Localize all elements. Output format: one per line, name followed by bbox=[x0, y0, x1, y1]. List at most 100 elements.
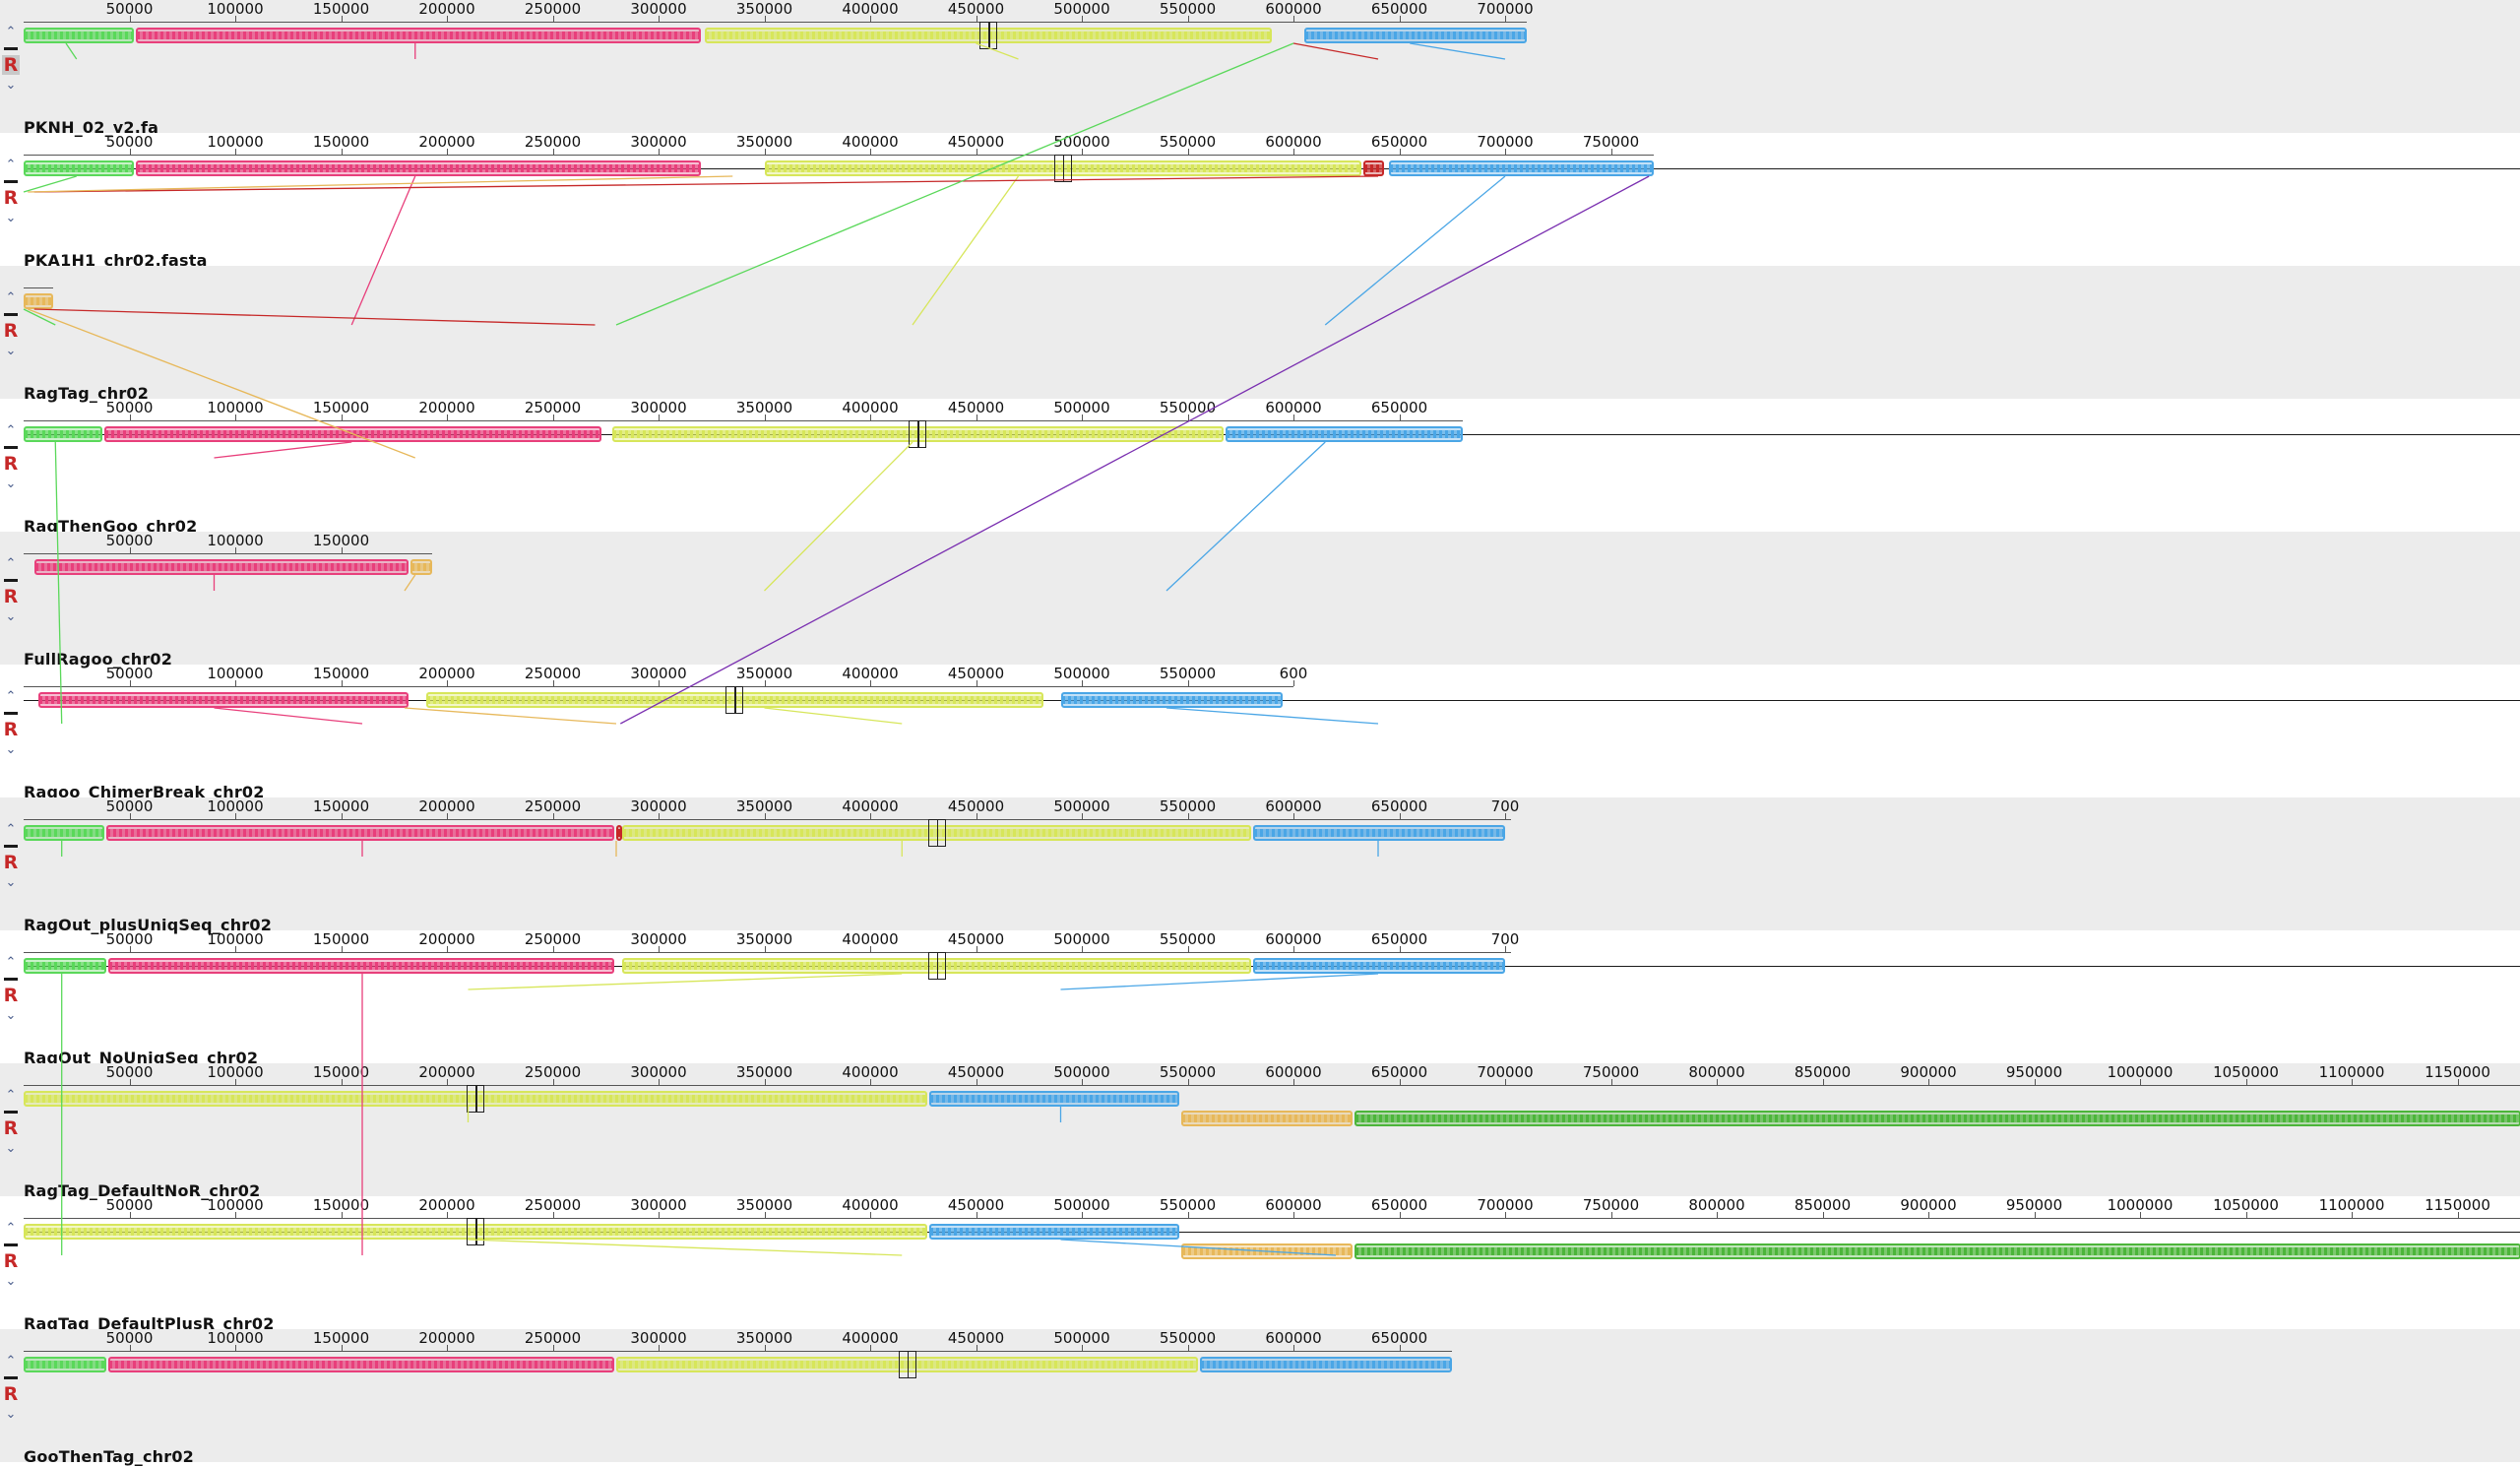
lcb-block[interactable] bbox=[1253, 958, 1505, 974]
minus-icon[interactable] bbox=[4, 712, 18, 715]
move-down-icon[interactable]: ⌄ bbox=[5, 875, 17, 890]
genome-name: RagOut_NoUniqSeq_chr02 bbox=[24, 1049, 259, 1067]
lcb-block[interactable] bbox=[1354, 1243, 2520, 1259]
minus-icon[interactable] bbox=[4, 180, 18, 183]
selection-cursor bbox=[979, 22, 998, 49]
lcb-block[interactable] bbox=[103, 426, 601, 442]
lcb-block[interactable] bbox=[24, 825, 104, 841]
reverse-button[interactable]: R bbox=[3, 586, 19, 607]
tick-label: 600000 bbox=[1265, 1329, 1322, 1347]
ruler-tick bbox=[1505, 1212, 1506, 1218]
lcb-block[interactable] bbox=[1181, 1111, 1354, 1126]
move-up-icon[interactable]: ⌃ bbox=[5, 822, 17, 837]
ruler-tick bbox=[447, 1345, 448, 1351]
lcb-block[interactable] bbox=[24, 160, 134, 176]
minus-icon[interactable] bbox=[4, 579, 18, 582]
lcb-block[interactable] bbox=[622, 825, 1251, 841]
minus-icon[interactable] bbox=[4, 1243, 18, 1246]
reverse-button[interactable]: R bbox=[2, 54, 20, 76]
reverse-button[interactable]: R bbox=[3, 852, 19, 873]
lcb-block[interactable] bbox=[135, 160, 701, 176]
move-down-icon[interactable]: ⌄ bbox=[5, 78, 17, 93]
move-up-icon[interactable]: ⌃ bbox=[5, 25, 17, 39]
tick-label: 700 bbox=[1490, 930, 1520, 948]
lcb-block[interactable] bbox=[108, 958, 614, 974]
move-up-icon[interactable]: ⌃ bbox=[5, 556, 17, 571]
lcb-block[interactable] bbox=[616, 825, 622, 841]
tick-label: 750000 bbox=[1582, 133, 1640, 151]
move-up-icon[interactable]: ⌃ bbox=[5, 158, 17, 172]
move-down-icon[interactable]: ⌄ bbox=[5, 609, 17, 624]
lcb-block[interactable] bbox=[1354, 1111, 2520, 1126]
tick-label: 100000 bbox=[207, 133, 264, 151]
lcb-block[interactable] bbox=[1303, 28, 1527, 43]
move-up-icon[interactable]: ⌃ bbox=[5, 423, 17, 438]
ruler-tick bbox=[1610, 1079, 1612, 1085]
tick-label: 450000 bbox=[947, 665, 1005, 682]
lcb-block[interactable] bbox=[622, 958, 1251, 974]
move-down-icon[interactable]: ⌄ bbox=[5, 1274, 17, 1289]
lcb-block[interactable] bbox=[1253, 825, 1505, 841]
lcb-block[interactable] bbox=[1060, 692, 1284, 708]
ruler-tick bbox=[341, 1212, 343, 1218]
move-down-icon[interactable]: ⌄ bbox=[5, 477, 17, 491]
reverse-button[interactable]: R bbox=[3, 719, 19, 740]
move-up-icon[interactable]: ⌃ bbox=[5, 1221, 17, 1236]
move-down-icon[interactable]: ⌄ bbox=[5, 344, 17, 358]
move-down-icon[interactable]: ⌄ bbox=[5, 1407, 17, 1422]
lcb-block[interactable] bbox=[1200, 1357, 1453, 1372]
lcb-block[interactable] bbox=[24, 426, 102, 442]
ruler-tick bbox=[552, 946, 554, 952]
lcb-block[interactable] bbox=[1362, 160, 1385, 176]
reverse-button[interactable]: R bbox=[3, 320, 19, 342]
lcb-block[interactable] bbox=[1388, 160, 1654, 176]
lcb-block[interactable] bbox=[33, 559, 410, 575]
lcb-block[interactable] bbox=[24, 293, 54, 309]
reverse-button[interactable]: R bbox=[3, 453, 19, 475]
lcb-block[interactable] bbox=[1226, 426, 1463, 442]
tick-label: 500000 bbox=[1053, 133, 1110, 151]
ruler-tick bbox=[1293, 946, 1294, 952]
tick-label: 200000 bbox=[418, 399, 475, 416]
ruler-line bbox=[24, 952, 1512, 953]
minus-icon[interactable] bbox=[4, 313, 18, 316]
reverse-button[interactable]: R bbox=[3, 1117, 19, 1139]
ruler-tick bbox=[1187, 946, 1189, 952]
reverse-button[interactable]: R bbox=[3, 187, 19, 209]
lcb-block[interactable] bbox=[135, 28, 701, 43]
move-up-icon[interactable]: ⌃ bbox=[5, 1354, 17, 1369]
lcb-block[interactable] bbox=[929, 1224, 1179, 1240]
minus-icon[interactable] bbox=[4, 47, 18, 50]
ruler-tick bbox=[341, 813, 343, 819]
tick-label: 300000 bbox=[630, 1196, 687, 1214]
lcb-block[interactable] bbox=[24, 1357, 106, 1372]
lcb-block[interactable] bbox=[24, 28, 134, 43]
minus-icon[interactable] bbox=[4, 446, 18, 449]
move-up-icon[interactable]: ⌃ bbox=[5, 955, 17, 970]
tick-label: 150000 bbox=[312, 0, 370, 18]
move-down-icon[interactable]: ⌄ bbox=[5, 742, 17, 757]
lcb-block[interactable] bbox=[410, 559, 432, 575]
move-up-icon[interactable]: ⌃ bbox=[5, 1088, 17, 1103]
minus-icon[interactable] bbox=[4, 1376, 18, 1379]
reverse-button[interactable]: R bbox=[3, 1250, 19, 1272]
move-up-icon[interactable]: ⌃ bbox=[5, 689, 17, 704]
reverse-button[interactable]: R bbox=[3, 1383, 19, 1405]
move-up-icon[interactable]: ⌃ bbox=[5, 290, 17, 305]
move-down-icon[interactable]: ⌄ bbox=[5, 211, 17, 225]
ruler-tick bbox=[659, 16, 660, 22]
lcb-block[interactable] bbox=[1181, 1243, 1354, 1259]
move-down-icon[interactable]: ⌄ bbox=[5, 1141, 17, 1156]
lcb-block[interactable] bbox=[38, 692, 410, 708]
minus-icon[interactable] bbox=[4, 1111, 18, 1114]
minus-icon[interactable] bbox=[4, 845, 18, 848]
lcb-block[interactable] bbox=[929, 1091, 1179, 1107]
tick-label: 200000 bbox=[418, 1329, 475, 1347]
move-down-icon[interactable]: ⌄ bbox=[5, 1008, 17, 1023]
tick-label: 350000 bbox=[735, 797, 793, 815]
lcb-block[interactable] bbox=[24, 958, 106, 974]
minus-icon[interactable] bbox=[4, 978, 18, 981]
lcb-block[interactable] bbox=[108, 1357, 614, 1372]
lcb-block[interactable] bbox=[105, 825, 614, 841]
reverse-button[interactable]: R bbox=[3, 985, 19, 1006]
